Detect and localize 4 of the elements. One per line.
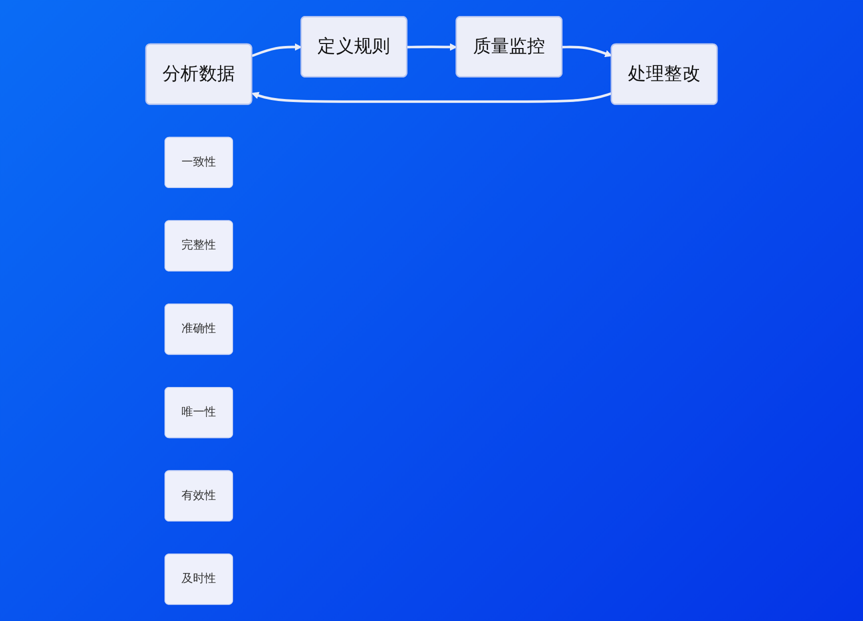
arrow (252, 43, 302, 58)
arrow (252, 92, 612, 103)
arrow (562, 46, 612, 58)
arrow (407, 43, 457, 51)
